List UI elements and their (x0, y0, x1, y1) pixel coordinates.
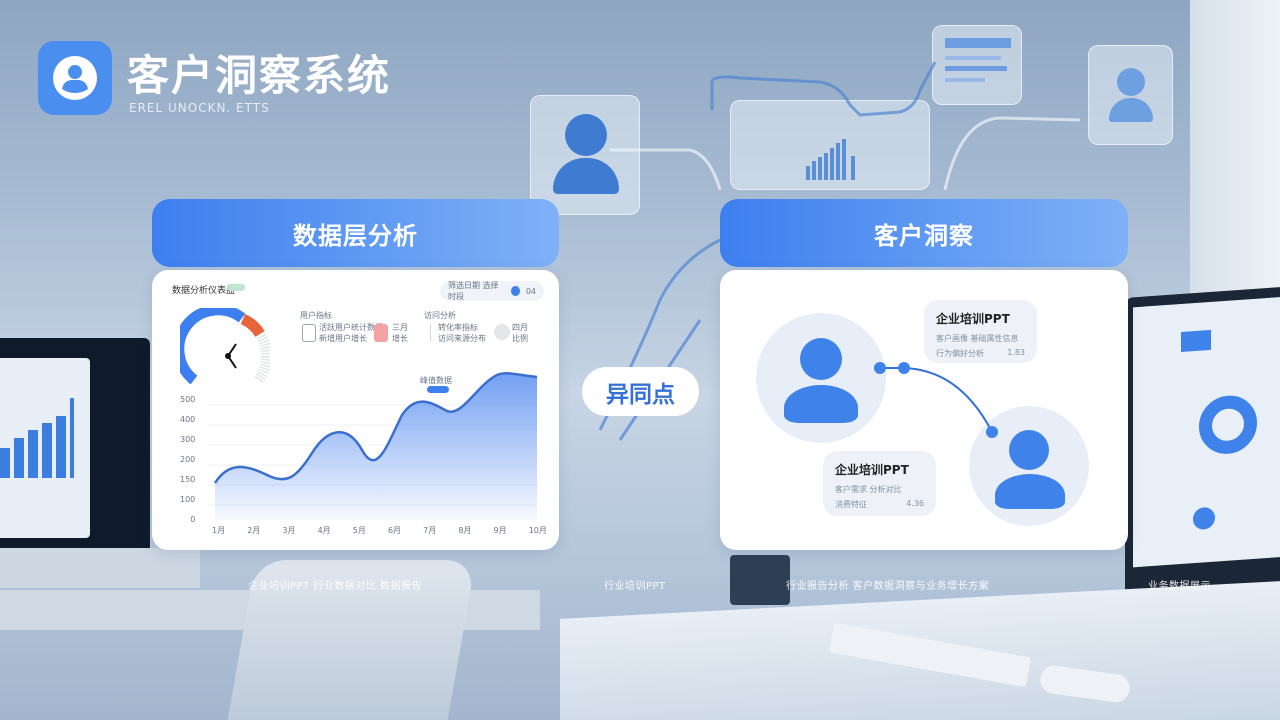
dashboard-title: 数据分析仪表盘 (172, 286, 236, 296)
chart-icon (494, 324, 510, 340)
metric-line: 新增用户增长 (319, 334, 367, 343)
page-title: 客户洞察系统 (127, 51, 392, 100)
metric-badge: 增长 (392, 334, 408, 343)
caption-4: 业务数据展示 (1148, 581, 1211, 592)
bg-user-card (530, 95, 640, 215)
divider (430, 324, 431, 342)
filter-text: 筛选日期 选择时段 (448, 281, 499, 301)
bg-chart-card (730, 100, 930, 190)
customer-insight-heading: 客户洞察 (720, 199, 1128, 267)
user-icon (800, 338, 842, 380)
metric-line: 访问来源分布 (438, 334, 486, 343)
caption-2: 行业培训PPT (604, 581, 666, 592)
app-logo (38, 41, 112, 115)
status-tag (227, 284, 245, 291)
compare-pill[interactable]: 异同点 (582, 367, 699, 416)
metric-block-1: 用户指标 (300, 311, 332, 320)
date-filter[interactable]: 筛选日期 选择时段 04 (440, 281, 544, 301)
highlight-badge (427, 386, 449, 393)
document-icon (302, 324, 316, 342)
bg-plant (730, 555, 790, 605)
bg-monitor-left (0, 338, 200, 588)
area-chart (207, 372, 538, 520)
metric-badge: 比例 (512, 334, 528, 343)
filter-value: 04 (525, 286, 536, 296)
gauge-chart (180, 308, 270, 385)
bg-monitor-right (1125, 286, 1280, 598)
connection-line (874, 362, 998, 438)
data-analysis-panel: 数据分析仪表盘 筛选日期 选择时段 04 用户指标 活跃用户统计数据 新增用户增… (152, 270, 559, 550)
user-icon (1009, 430, 1049, 470)
metric-line: 转化率指标 (438, 323, 478, 332)
customer-a-circle (756, 313, 886, 443)
metric-line: 活跃用户统计数据 (319, 323, 383, 332)
data-analysis-heading: 数据层分析 (152, 199, 559, 267)
metric-badge: 四月 (512, 323, 528, 332)
metric-badge: 三月 (392, 323, 408, 332)
caption-1: 企业培训PPT 行业数据对比 数据报告 (248, 581, 423, 592)
highlight-label: 峰值数据 (420, 376, 452, 385)
check-icon (511, 286, 520, 296)
user-icon (53, 56, 97, 100)
bg-user-card-2 (1088, 45, 1173, 145)
page-subtitle: EREL UNOCKN. ETTS (129, 101, 270, 115)
alert-icon (374, 324, 388, 342)
caption-3: 行业报告分析 客户数据洞察与业务增长方案 (786, 581, 990, 592)
metric-block-2: 访问分析 (424, 311, 456, 320)
